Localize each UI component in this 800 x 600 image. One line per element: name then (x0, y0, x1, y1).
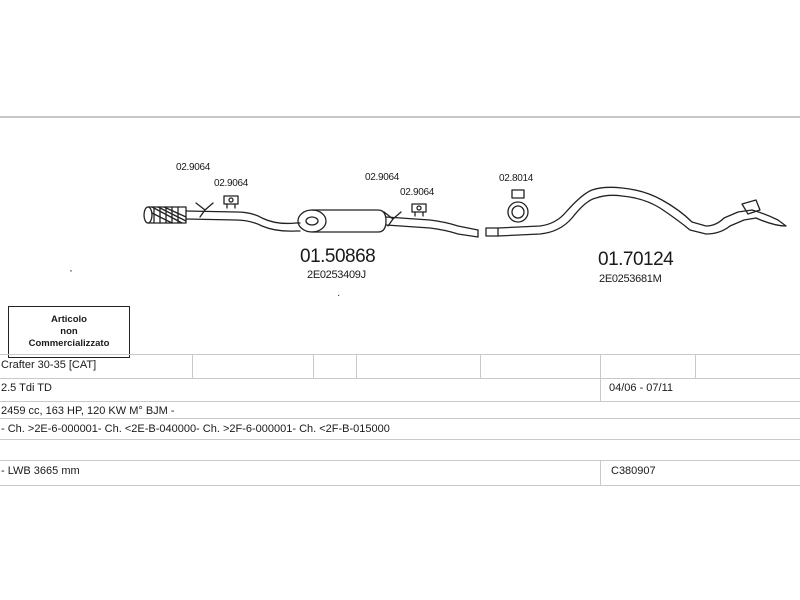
mount-4 (411, 203, 427, 217)
dot-marker-middle: · (337, 290, 341, 301)
vehicle-model: Crafter 30-35 [CAT] (1, 359, 97, 371)
col-divider (600, 354, 601, 401)
top-divider (0, 116, 800, 118)
clamp (507, 189, 529, 223)
chassis-range: - Ch. >2E-6-000001- Ch. <2E-B-040000- Ch… (1, 423, 390, 435)
production-period: 04/06 - 07/11 (609, 382, 674, 394)
row-divider (0, 485, 800, 486)
front-pipe (185, 210, 301, 232)
vehicle-info-table: Crafter 30-35 [CAT] 2.5 Tdi TD 04/06 - 0… (0, 354, 800, 490)
flex-pipe (143, 206, 187, 224)
note-line-2: non (60, 326, 78, 337)
row-divider (0, 354, 800, 355)
middle-pipe (385, 216, 479, 238)
part-code-mount-3[interactable]: 02.9064 (365, 172, 400, 183)
row-divider (0, 439, 800, 440)
row-divider (0, 460, 800, 461)
mount-2 (223, 195, 239, 209)
note-line-3: Commercializzato (28, 338, 110, 349)
mount-1 (195, 202, 214, 218)
assembly-ref-middle: 2E0253409J (307, 269, 366, 281)
dot-marker: · (69, 263, 73, 277)
note-line-1: Articolo (51, 314, 87, 325)
assembly-code-middle[interactable]: 01.50868 (300, 246, 376, 267)
rear-pipe (485, 186, 787, 237)
col-divider (480, 354, 481, 378)
col-divider (192, 354, 193, 378)
col-divider (600, 460, 601, 485)
part-code-clamp[interactable]: 02.8014 (499, 173, 534, 184)
part-code-mount-4[interactable]: 02.9064 (400, 187, 435, 198)
exhaust-diagram: Articolo non Commercializzato · 02.9064 … (0, 118, 800, 358)
middle-silencer (297, 209, 387, 233)
not-marketed-note: Articolo non Commercializzato (8, 306, 130, 358)
row-divider (0, 378, 800, 379)
row-divider (0, 418, 800, 419)
assembly-code-rear[interactable]: 01.70124 (598, 249, 674, 270)
mount-3 (383, 211, 402, 227)
part-code-mount-1[interactable]: 02.9064 (176, 162, 211, 173)
catalog-code: C380907 (611, 465, 656, 477)
col-divider (356, 354, 357, 378)
wheelbase: - LWB 3665 mm (1, 465, 80, 477)
row-divider (0, 401, 800, 402)
engine-type: 2.5 Tdi TD (1, 382, 52, 394)
engine-specs: 2459 cc, 163 HP, 120 KW M° BJM - (1, 405, 175, 417)
exhaust-drawing (143, 186, 787, 238)
part-code-mount-2[interactable]: 02.9064 (214, 178, 249, 189)
assembly-ref-rear: 2E0253681M (599, 273, 662, 285)
col-divider (313, 354, 314, 378)
col-divider (695, 354, 696, 378)
